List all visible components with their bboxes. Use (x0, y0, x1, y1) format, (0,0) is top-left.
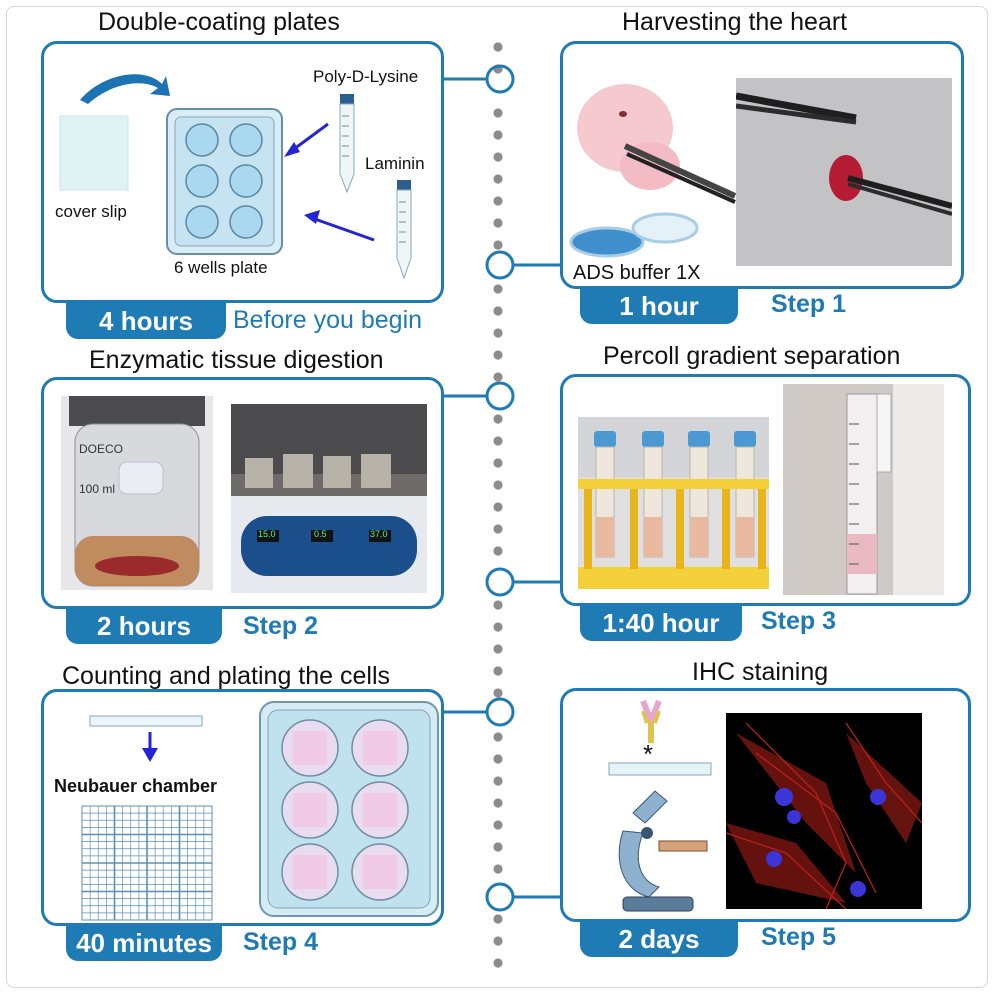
panel-title-ihc: IHC staining (692, 658, 829, 686)
step-label-4: Step 4 (243, 928, 319, 956)
duration-tab-ihc: 2 days (580, 921, 738, 957)
duration-tab-percoll: 1:40 hour (580, 605, 742, 641)
card-harvest: ADS buffer 1X (560, 41, 964, 289)
duration-tab-counting: 40 minutes (66, 925, 222, 961)
duration-tab-coating: 4 hours (66, 303, 226, 339)
panel-title-counting: Counting and plating the cells (62, 662, 391, 690)
label-laminin: Laminin (365, 154, 425, 173)
step-label-before: Before you begin (233, 306, 423, 334)
panel-title-coating: Double-coating plates (98, 8, 340, 36)
svg-text:*: * (643, 739, 653, 769)
jar-brand: DOECO (79, 442, 124, 456)
step-label-1: Step 1 (771, 290, 847, 318)
tube-rack-photo (578, 417, 769, 589)
incubator-photo: 15.0 0.5 37.0 (231, 404, 427, 593)
forceps-heart (736, 92, 952, 216)
duration-tab-digestion: 2 hours (66, 608, 222, 644)
panel-title-harvest: Harvesting the heart (622, 8, 848, 36)
display-temp: 37.0 (370, 529, 388, 539)
label-six-well-plate: 6 wells plate (174, 258, 268, 277)
card-ihc: * (560, 688, 971, 922)
coating-illustration (59, 74, 412, 280)
embryo-illustration (569, 84, 737, 258)
card-counting: Neubauer chamber (41, 689, 444, 926)
card-coating: Poly-D-Lysine Laminin cover slip 6 wells… (41, 41, 444, 303)
label-poly-d-lysine: Poly-D-Lysine (313, 67, 419, 86)
neubauer-grid (81, 805, 213, 921)
step-label-5: Step 5 (761, 923, 837, 951)
card-digestion: DOECO 100 ml 15.0 0.5 37.0 (41, 377, 444, 609)
heart-photo (736, 78, 952, 266)
label-neubauer-chamber: Neubauer chamber (54, 776, 218, 796)
step-label-3: Step 3 (761, 607, 837, 635)
step-label-2: Step 2 (243, 612, 319, 640)
panel-title-percoll: Percoll gradient separation (603, 342, 901, 370)
duration-tab-harvest: 1 hour (580, 288, 738, 324)
jar-volume: 100 ml (79, 482, 116, 496)
counting-illustration (81, 701, 439, 921)
card-percoll (560, 374, 971, 606)
label-cover-slip: cover slip (55, 202, 127, 221)
display-speed: 15.0 (258, 529, 276, 539)
label-ads-buffer: ADS buffer 1X (573, 262, 701, 284)
gradient-tube-photo (783, 384, 944, 595)
jar-photo: DOECO 100 ml (61, 396, 213, 590)
ihc-illustration: * (608, 699, 712, 912)
figure-border (6, 6, 988, 988)
display-time: 0.5 (314, 529, 327, 539)
panel-title-digestion: Enzymatic tissue digestion (89, 346, 384, 374)
ihc-micrograph (726, 713, 922, 909)
